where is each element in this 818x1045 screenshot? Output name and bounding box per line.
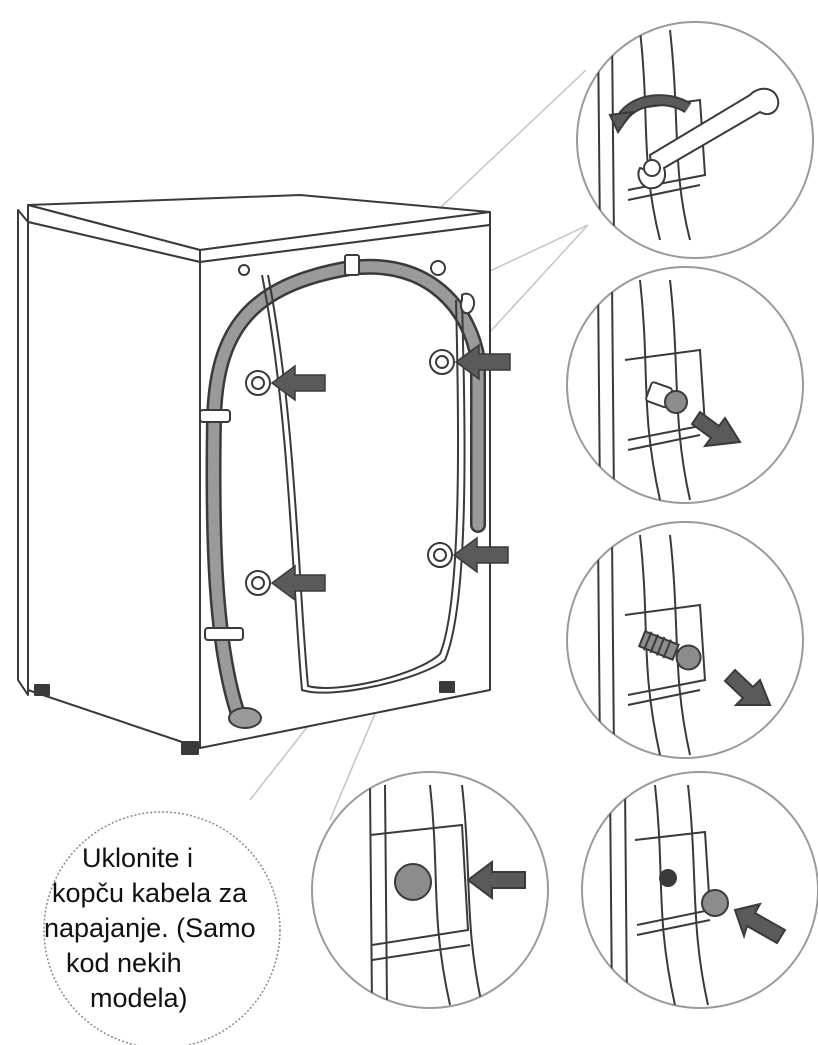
detail-step-4: [311, 771, 549, 1009]
arrow-icon: [270, 364, 326, 402]
arrow-icon: [454, 343, 511, 381]
callout-line-4: kod nekih: [66, 948, 182, 978]
bolt-arrows: [270, 343, 511, 602]
detail-step-2: [566, 266, 804, 504]
arrow-icon: [466, 860, 526, 900]
detail-step-5: [581, 771, 818, 1009]
wrench-icon: [637, 87, 780, 190]
detail-step-3: [566, 521, 804, 759]
washing-machine: [17, 194, 491, 755]
callout-line-3: napajanje. (Samo: [44, 913, 256, 943]
callout-line-1: Uklonite i: [82, 843, 194, 873]
cable-clips: [199, 254, 476, 641]
arrow-icon: [690, 410, 742, 448]
callout-line-5: modela): [90, 983, 188, 1013]
arrow-icon: [733, 902, 787, 945]
transport-bolts: [245, 349, 455, 596]
arrow-icon: [723, 668, 772, 706]
detail-step-1: [576, 21, 814, 259]
arrow-icon: [452, 536, 509, 574]
cable: [261, 274, 466, 694]
callout-bubble: [43, 811, 281, 1045]
callout-line-2: kopču kabela za: [52, 878, 248, 908]
arrow-icon: [270, 564, 326, 602]
hose: [205, 258, 486, 729]
